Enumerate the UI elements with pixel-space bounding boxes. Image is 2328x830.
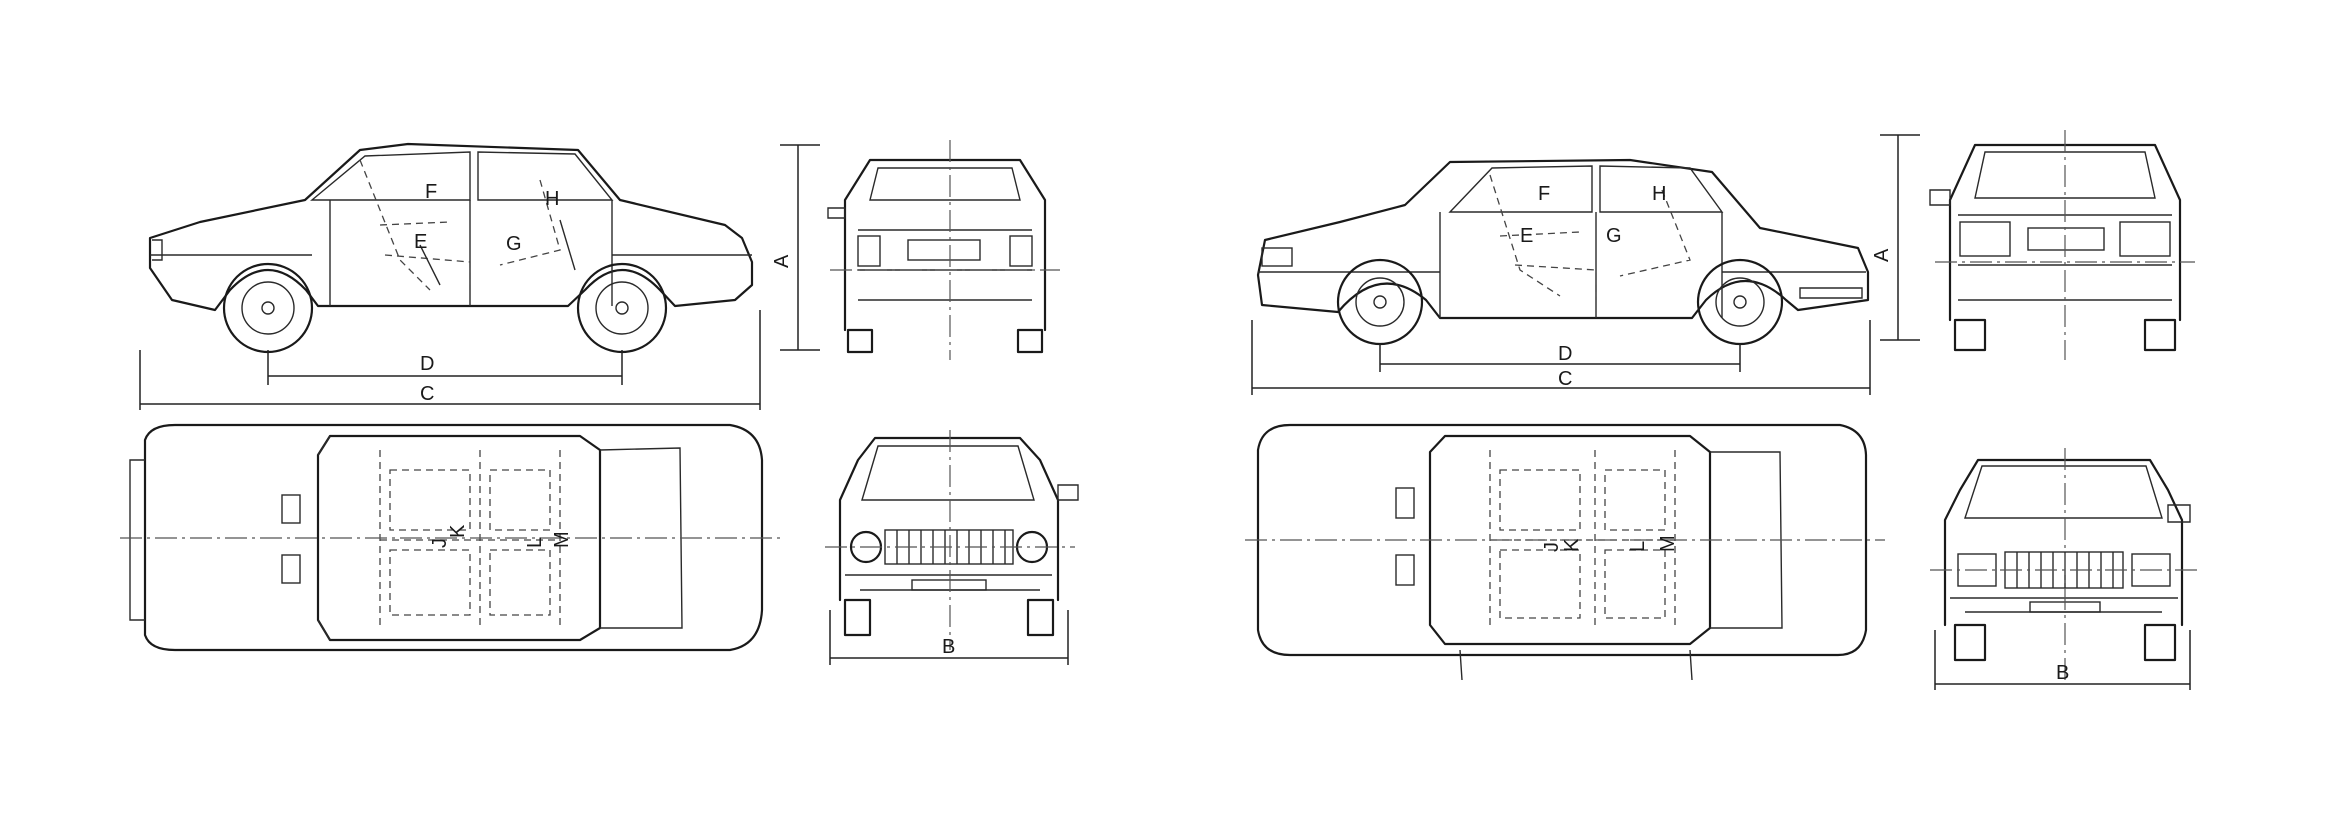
left-label-j: J [429, 538, 451, 548]
left-blueprint: F H E G A D C [120, 140, 1079, 665]
left-rear-view [827, 140, 1060, 360]
right-label-f: F [1538, 183, 1550, 205]
right-front-view: B [1930, 448, 2200, 690]
right-label-a: A [1871, 248, 1893, 262]
left-label-d: D [420, 353, 434, 375]
right-blueprint: F H E G A D C [1245, 130, 2200, 690]
left-label-g: G [506, 233, 522, 255]
left-label-m: M [551, 531, 573, 548]
right-label-m: M [1657, 535, 1679, 552]
right-label-h: H [1652, 183, 1666, 205]
right-label-g: G [1606, 225, 1622, 247]
right-label-e: E [1520, 225, 1533, 247]
right-label-k: K [1561, 538, 1583, 552]
left-label-b: B [942, 636, 955, 658]
left-label-e: E [414, 231, 427, 253]
left-label-c: C [420, 383, 434, 405]
left-label-k: K [447, 524, 469, 538]
right-top-view: J K L M [1245, 423, 1885, 681]
right-rear-view [1929, 130, 2195, 360]
right-label-d: D [1558, 343, 1572, 365]
left-front-view: B [825, 430, 1079, 665]
left-label-l: L [524, 537, 546, 548]
right-label-l: L [1627, 541, 1649, 552]
right-side-view: F H E G A D C [1251, 134, 1920, 395]
left-label-h: H [545, 188, 559, 210]
left-top-view: J K L M [120, 423, 780, 652]
right-label-b: B [2056, 662, 2069, 684]
left-side-view: F H E G A D C [139, 142, 820, 410]
left-label-f: F [425, 181, 437, 203]
left-label-a: A [771, 254, 793, 268]
right-label-c: C [1558, 368, 1572, 390]
right-label-j: J [1541, 542, 1563, 552]
